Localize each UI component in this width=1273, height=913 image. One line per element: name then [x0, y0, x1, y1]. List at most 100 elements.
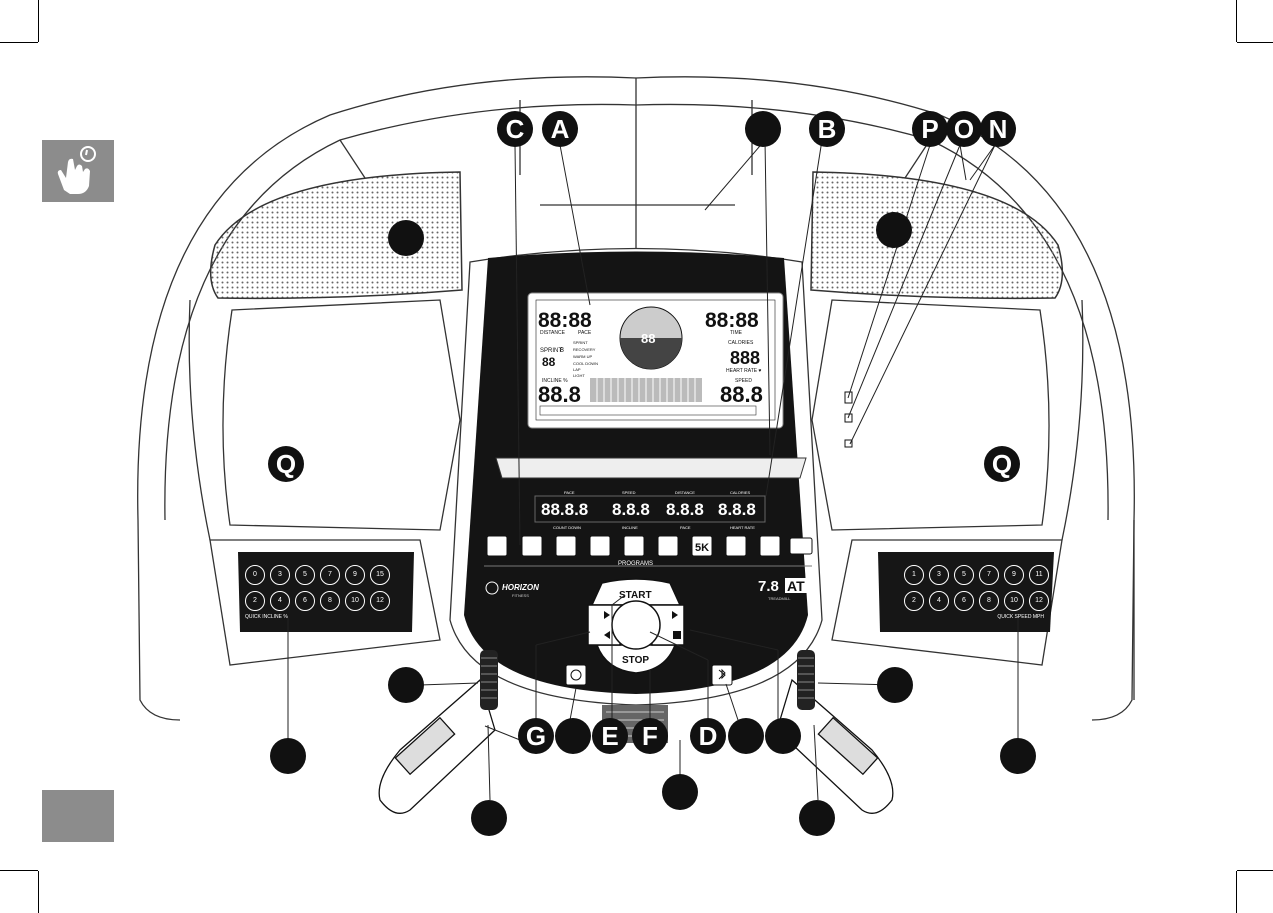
stop-label: STOP: [622, 655, 649, 666]
speed-key[interactable]: 8: [979, 591, 999, 611]
quick-incline-label: QUICK INCLINE %: [245, 614, 288, 620]
speed-wheel: [797, 650, 815, 710]
incline-key[interactable]: 10: [345, 591, 365, 611]
program-button-heart-rate: [759, 535, 781, 557]
crop-mark: [38, 871, 39, 913]
callout-unlabeled: [745, 111, 781, 147]
callout-unlabeled: [662, 774, 698, 810]
speed-key[interactable]: 11: [1029, 565, 1049, 585]
model-sub: TREADMILL: [768, 596, 791, 601]
lcd-calories-digits: 888: [730, 348, 760, 368]
callout-unlabeled: [555, 718, 591, 754]
callout-c: C: [497, 111, 533, 147]
secondary-label: DISTANCE: [675, 490, 695, 495]
incline-wheel: [480, 650, 498, 710]
speed-key[interactable]: 9: [1004, 565, 1024, 585]
crop-mark: [0, 42, 38, 43]
lcd-phase-item: WARM UP: [573, 354, 593, 359]
speed-key[interactable]: 5: [954, 565, 974, 585]
callout-unlabeled: [388, 667, 424, 703]
secondary-value: 8.8.8: [718, 500, 756, 519]
lcd-phase-item: LAP: [573, 367, 581, 372]
incline-key[interactable]: 4: [270, 591, 290, 611]
incline-key[interactable]: 7: [320, 565, 340, 585]
lcd-sprint-digit: 8: [560, 347, 564, 354]
speed-key[interactable]: 1: [904, 565, 924, 585]
crop-mark: [1237, 870, 1273, 871]
program-button-5k: [691, 535, 713, 557]
fan-button: [565, 664, 587, 686]
lcd-distance-label: DISTANCE: [540, 330, 566, 336]
speed-key[interactable]: 10: [1004, 591, 1024, 611]
incline-key[interactable]: 0: [245, 565, 265, 585]
speed-key[interactable]: 6: [954, 591, 974, 611]
quick-speed-keys: 1 3 5 7 9 11 2 4 6 8 10 12 QUICK SPEED M…: [904, 565, 1074, 620]
incline-key[interactable]: 5: [295, 565, 315, 585]
lcd-distance-digits: 88:88: [538, 309, 592, 332]
callout-e: E: [592, 718, 628, 754]
stop-icon: [673, 631, 681, 639]
lcd-calories-label: CALORIES: [728, 340, 754, 346]
hand-icon-badge: [42, 140, 114, 202]
program-button-sprint: [789, 537, 813, 555]
callout-q-right: Q: [984, 446, 1020, 482]
crop-mark: [0, 870, 38, 871]
speed-key[interactable]: 2: [904, 591, 924, 611]
brand-logo-icon: [485, 581, 499, 595]
lcd-incline-digits: 88.8: [538, 382, 581, 407]
callout-f: F: [632, 718, 668, 754]
accessory-tray: [495, 457, 807, 479]
incline-key[interactable]: 12: [370, 591, 390, 611]
callout-unlabeled: [1000, 738, 1036, 774]
incline-key[interactable]: 8: [320, 591, 340, 611]
callout-p: P: [912, 111, 948, 147]
program-button-calorie: [589, 535, 611, 557]
lcd-small-digits: 88: [542, 355, 556, 369]
play-icon: [604, 611, 610, 619]
brand-logo-text: HORIZON: [502, 583, 539, 592]
lcd-center-digits: 88: [641, 331, 655, 346]
program-button-interval: [521, 535, 543, 557]
prev-icon: [604, 631, 610, 639]
brand-logo-sub: FITNESS: [512, 593, 529, 598]
program-button-manual: [486, 535, 508, 557]
quick-incline-keys: 0 3 5 7 9 15 2 4 6 8 10 12 QUICK INCLINE…: [245, 565, 415, 620]
incline-key[interactable]: 3: [270, 565, 290, 585]
speed-key[interactable]: 3: [929, 565, 949, 585]
lcd-time-label: TIME: [730, 330, 743, 336]
secondary-label: SPEED: [622, 490, 636, 495]
program-button-custom: [725, 535, 747, 557]
lcd-phase-item: RECOVERY: [573, 347, 596, 352]
secondary-bottom-label: COUNT DOWN: [553, 525, 581, 530]
lcd-phase-item: LIGHT: [573, 373, 585, 378]
callout-o: O: [946, 111, 982, 147]
lcd-heart-rate-label: HEART RATE ♥: [726, 368, 762, 374]
secondary-bottom-label: INCLINE: [622, 525, 638, 530]
left-speaker-grille: [209, 171, 463, 300]
lcd-time-digits: 88:88: [705, 309, 759, 332]
page-badge: [42, 790, 114, 842]
speed-key[interactable]: 12: [1029, 591, 1049, 611]
callout-unlabeled: [471, 800, 507, 836]
lcd-phase-item: COOL DOWN: [573, 361, 598, 366]
incline-key[interactable]: 9: [345, 565, 365, 585]
incline-key[interactable]: 6: [295, 591, 315, 611]
incline-key[interactable]: 2: [245, 591, 265, 611]
incline-key[interactable]: 15: [370, 565, 390, 585]
side-ports: [844, 391, 853, 448]
lcd-speed-digits: 88.8: [720, 382, 763, 407]
callout-unlabeled: [388, 220, 424, 256]
program-button-target: [555, 535, 577, 557]
handles: [378, 678, 894, 814]
audio-port: [844, 439, 853, 448]
speed-key[interactable]: 7: [979, 565, 999, 585]
lcd-speed-label: SPEED: [735, 378, 752, 384]
callout-unlabeled: [876, 212, 912, 248]
secondary-display: PACE SPEED DISTANCE CALORIES 88.8.8 8.8.…: [534, 490, 766, 530]
speed-key[interactable]: 4: [929, 591, 949, 611]
fan-icon: [570, 669, 582, 681]
model-suffix: AT: [787, 578, 805, 594]
left-grip: [394, 716, 456, 776]
program-5k-label: 5K: [695, 542, 709, 554]
secondary-value: 8.8.8: [612, 500, 650, 519]
